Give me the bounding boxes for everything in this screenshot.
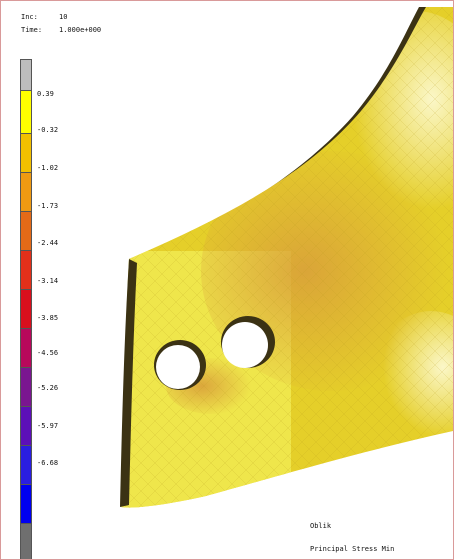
result-name-label: Principal Stress Min [310, 545, 395, 553]
legend-swatch [20, 367, 32, 406]
legend-swatch [20, 523, 32, 559]
legend-tick-label: -2.44 [37, 239, 59, 247]
bolt-hole-right [221, 316, 275, 368]
mesh-overlay [121, 7, 453, 508]
legend-swatch [20, 172, 32, 211]
legend-swatch [20, 289, 32, 328]
legend-swatch [20, 445, 32, 484]
legend-tick-label: -4.56 [37, 349, 59, 357]
part-left-wall [120, 259, 137, 507]
bolt-hole-left [154, 340, 206, 390]
increment-label: Inc: [21, 13, 38, 21]
time-readout: Time: 1.000e+000 [21, 26, 101, 34]
legend-swatch [20, 59, 32, 90]
legend-tick-label: -5.26 [37, 384, 59, 392]
legend-swatch [20, 406, 32, 445]
legend-tick-label: -1.02 [37, 164, 59, 172]
legend-tick-label: -1.73 [37, 202, 59, 210]
increment-value: 10 [59, 13, 68, 21]
legend-tick-label: 0.39 [37, 90, 54, 98]
legend-swatch [20, 133, 32, 172]
time-label: Time: [21, 26, 43, 34]
legend-tick-label: -3.85 [37, 314, 59, 322]
legend-tick-label: -0.32 [37, 126, 59, 134]
color-legend-bar [20, 59, 32, 559]
legend-tick-label: -6.68 [37, 459, 59, 467]
time-value: 1.000e+000 [59, 26, 102, 34]
legend-swatch [20, 90, 32, 133]
model-name-label: Oblik [310, 522, 332, 530]
legend-tick-label: -5.97 [37, 422, 59, 430]
legend-swatch [20, 328, 32, 367]
legend-swatch [20, 250, 32, 289]
legend-swatch [20, 211, 32, 250]
legend-swatch [20, 484, 32, 523]
legend-tick-label: -3.14 [37, 277, 59, 285]
increment-readout: Inc: 10 [21, 13, 67, 21]
